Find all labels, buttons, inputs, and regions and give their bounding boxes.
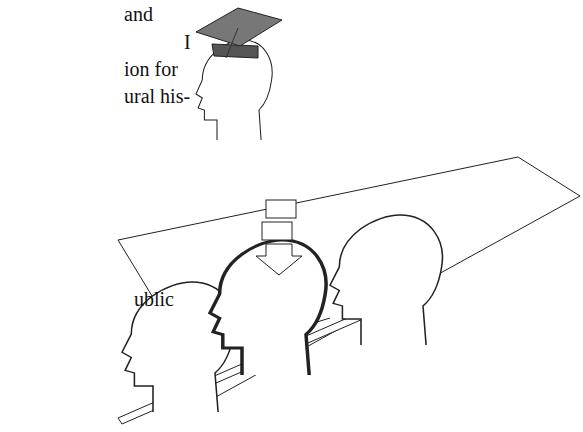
head-graduate [196,40,272,140]
info-box [266,200,296,218]
body-text-fragment: ublic [134,289,174,309]
down-arrow [256,244,302,275]
info-box [262,222,292,240]
mortarboard [196,8,282,58]
body-text-fragment: ural his- [124,86,190,106]
body-text-fragment: I [184,32,191,52]
head-center [210,240,326,375]
head-right [330,215,442,345]
body-text-fragment: ion for [124,59,178,79]
body-text-fragment: and [124,4,153,24]
